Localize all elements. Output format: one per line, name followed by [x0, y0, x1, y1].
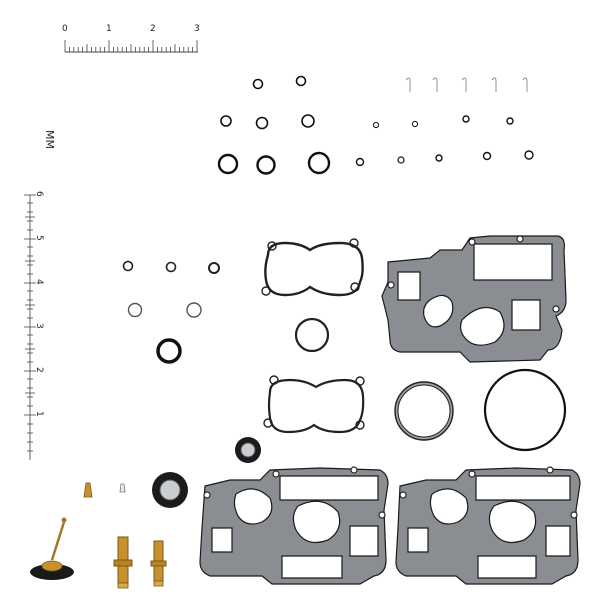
diaphragm-1	[235, 437, 261, 463]
brass-jet-2	[150, 540, 167, 587]
o-ring	[122, 260, 134, 272]
main-gasket-top-right	[381, 235, 567, 363]
accelerator-pump-assembly	[30, 517, 74, 580]
brass-jet-1	[113, 536, 133, 589]
o-ring	[411, 120, 419, 128]
o-ring	[372, 121, 380, 129]
o-ring	[217, 153, 239, 175]
o-ring	[220, 115, 232, 127]
main-gasket-bottom-right	[395, 466, 581, 585]
main-gasket-bottom-left	[199, 466, 389, 585]
o-ring	[252, 78, 264, 90]
clip	[522, 77, 528, 92]
o-ring	[482, 151, 492, 161]
o-ring	[295, 75, 307, 87]
o-ring	[208, 262, 220, 274]
figure-eight-gasket-top	[261, 238, 364, 297]
o-ring	[186, 302, 202, 318]
o-rings-top-group	[217, 75, 534, 175]
left-ruler-label-3: 3	[34, 323, 44, 329]
top-ruler-label-1: 1	[106, 24, 112, 34]
clips-group	[405, 77, 528, 92]
o-ring	[165, 261, 177, 273]
o-ring	[256, 155, 276, 175]
left-ruler	[24, 194, 36, 460]
clip	[405, 77, 411, 92]
top-ruler-label-2: 2	[150, 24, 156, 34]
top-ruler-label-3: 3	[194, 24, 200, 34]
o-rings-left-group	[122, 260, 220, 364]
clip	[432, 77, 438, 92]
large-o-ring	[483, 368, 567, 452]
round-gasket-ring	[294, 317, 330, 353]
left-ruler-label-6: 6	[34, 191, 44, 197]
o-ring	[307, 151, 331, 175]
o-ring	[435, 154, 443, 162]
diaphragm-2	[152, 472, 188, 508]
clip	[461, 77, 467, 92]
figure-eight-gasket-lower	[263, 375, 365, 434]
left-ruler-label-5: 5	[34, 235, 44, 241]
top-ruler-label-0: 0	[62, 24, 68, 34]
o-ring	[524, 150, 534, 160]
o-ring	[355, 157, 365, 167]
needle-valve-small	[83, 482, 93, 498]
o-ring	[255, 116, 269, 130]
left-ruler-label-4: 4	[34, 279, 44, 285]
o-ring	[462, 115, 470, 123]
o-ring	[301, 114, 315, 128]
o-ring	[127, 302, 143, 318]
o-ring	[397, 156, 405, 164]
o-ring	[506, 117, 514, 125]
top-ruler-ticks	[64, 40, 198, 52]
round-gasket-grey-inner	[397, 384, 451, 438]
top-ruler	[64, 40, 198, 53]
needle-pin	[119, 483, 126, 493]
clip	[491, 77, 497, 92]
left-ruler-label-1: 1	[34, 411, 44, 417]
o-ring	[156, 338, 182, 364]
unit-label-mm: MM	[43, 130, 56, 149]
left-ruler-label-2: 2	[34, 367, 44, 373]
